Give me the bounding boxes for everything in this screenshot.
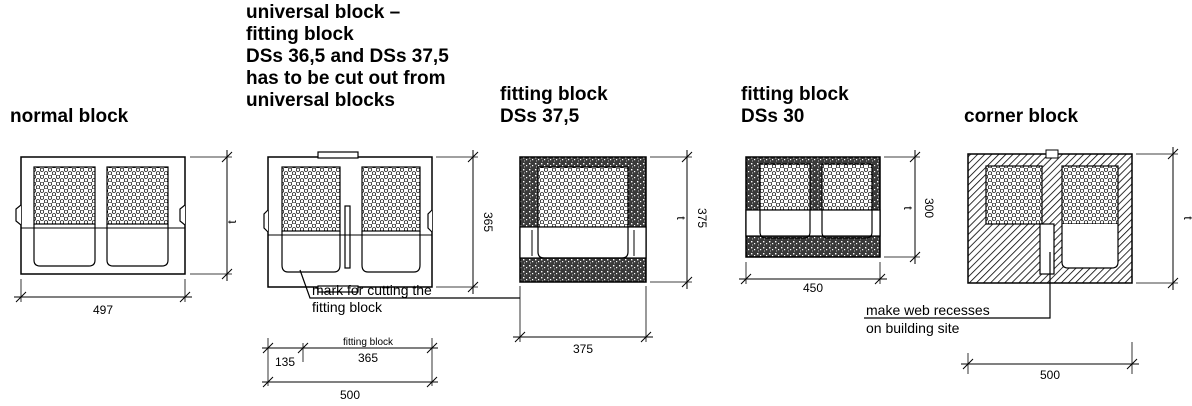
fitting-375-width-label: 375 xyxy=(573,342,593,356)
corner-width-label: 500 xyxy=(1040,368,1060,382)
cut-mark-note-line1: mark for cutting the xyxy=(312,282,432,298)
fitting-375-insulation xyxy=(537,166,629,228)
cut-mark-leader xyxy=(299,269,520,299)
normal-block-chamber-right xyxy=(106,224,169,267)
universal-right-label: 365 xyxy=(358,351,378,365)
universal-block-drawing: 365 mark for cutting the fitting block f… xyxy=(262,150,520,402)
fitting-375-t-label: t xyxy=(674,216,688,220)
heading-line: DSs 30 xyxy=(741,106,805,127)
normal-block-insulation-right xyxy=(106,166,169,225)
normal-height-label: t xyxy=(225,220,239,224)
heading-line: fitting block xyxy=(500,84,608,105)
universal-total-label: 500 xyxy=(340,388,360,402)
web-recess-note-line1: make web recesses xyxy=(866,302,990,318)
universal-height-label: 365 xyxy=(481,212,495,232)
web-recess-leader xyxy=(864,252,1051,319)
corner-height-label: t xyxy=(1181,216,1192,220)
heading-line: universal blocks xyxy=(246,90,395,111)
heading-line: universal block – xyxy=(246,2,401,23)
fitting-30-width-label: 450 xyxy=(803,281,823,295)
normal-block-drawing: t 497 xyxy=(14,150,239,317)
fitting-block-375-drawing: t 375 375 xyxy=(513,150,709,356)
fitting-30-t-label: t xyxy=(901,206,915,210)
heading-normal-block: normal block xyxy=(10,106,128,128)
corner-web-recess xyxy=(1039,223,1055,275)
cut-mark-note-line2: fitting block xyxy=(312,299,383,315)
universal-left-label: 135 xyxy=(275,355,295,369)
heading-line: corner block xyxy=(964,106,1079,127)
fitting-375-height-label: 375 xyxy=(695,208,709,228)
heading-line: DSs 36,5 and DSs 37,5 xyxy=(246,46,449,67)
fitting-block-30-drawing: t 300 450 xyxy=(739,150,936,295)
heading-line: fitting block xyxy=(246,24,354,45)
heading-line: normal block xyxy=(10,106,129,127)
normal-block-chamber-left xyxy=(33,224,96,267)
heading-line: has to be cut out from xyxy=(246,68,446,89)
web-recess-note-line2: on building site xyxy=(866,320,960,336)
heading-corner-block: corner block xyxy=(964,106,1078,128)
corner-block-drawing: t make web recesses on building site 500 xyxy=(864,147,1192,382)
normal-block-tongue xyxy=(15,204,22,226)
universal-block-insulation-left xyxy=(281,166,341,232)
heading-line: DSs 37,5 xyxy=(500,106,580,127)
universal-block-insulation-right xyxy=(361,166,421,232)
heading-line: fitting block xyxy=(741,84,849,105)
normal-width-label: 497 xyxy=(93,303,113,317)
heading-universal-block: universal block – fitting block DSs 36,5… xyxy=(246,2,449,112)
normal-block-groove xyxy=(179,204,186,226)
heading-fitting-block-30: fitting block DSs 30 xyxy=(741,84,849,128)
universal-sub-label: fitting block xyxy=(343,337,394,348)
fitting-30-height-label: 300 xyxy=(922,198,936,218)
universal-block-cut-mark xyxy=(344,205,351,269)
normal-block-insulation-left xyxy=(33,166,96,225)
heading-fitting-block-375: fitting block DSs 37,5 xyxy=(500,84,608,128)
